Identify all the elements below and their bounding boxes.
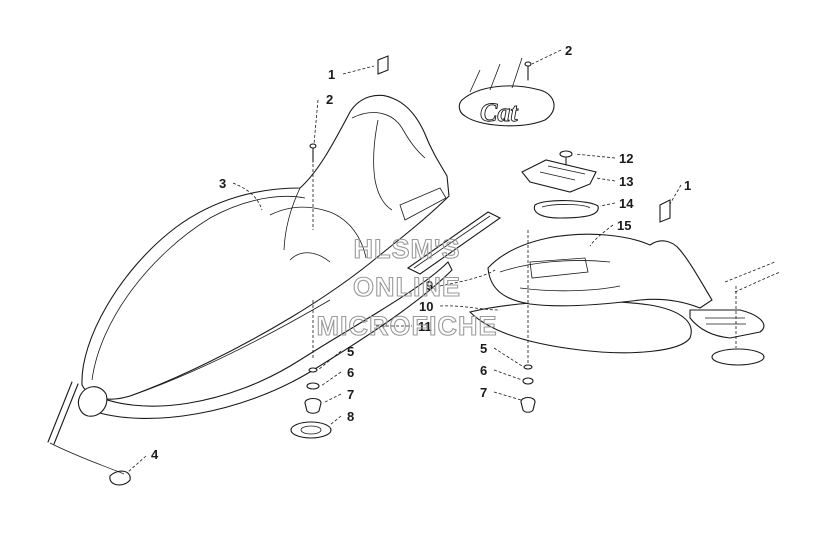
callout-10: 10: [419, 299, 433, 314]
watermark-line-2: ONLINE: [353, 272, 461, 302]
callout-13: 13: [619, 174, 633, 189]
leader-lines: [127, 49, 682, 473]
callout-11: 11: [418, 319, 432, 334]
callout-15: 15: [617, 218, 631, 233]
watermark-line-3: MICROFICHE: [317, 311, 498, 341]
callout-5-right: 5: [480, 341, 487, 356]
screw-part-2-right: [524, 61, 532, 81]
fastener-stack-left: [290, 300, 332, 439]
screw-part-2-left: [309, 143, 317, 163]
tether-part-4: [47, 381, 131, 486]
emblem-text: Cat: [480, 98, 518, 127]
callout-7-left: 7: [347, 387, 354, 402]
callout-6-right: 6: [480, 363, 487, 378]
strap-part-9: [406, 211, 502, 275]
callout-3: 3: [219, 176, 226, 191]
plate-part-13: [521, 159, 597, 193]
screw-part-12: [559, 150, 573, 166]
seat-assembly: [77, 94, 453, 419]
watermark: HLSM'S ONLINE MICROFICHE: [316, 233, 498, 341]
callout-1-right: 1: [684, 178, 691, 193]
seat-base: [468, 233, 781, 366]
fastener-stack-right: [520, 230, 536, 413]
clip-part-1-right: [659, 199, 671, 223]
callout-8: 8: [347, 409, 354, 424]
callout-2-right: 2: [565, 43, 572, 58]
callout-1-left: 1: [328, 67, 335, 82]
clip-part-1-left: [377, 55, 389, 75]
callout-5-left: 5: [347, 344, 354, 359]
gasket-part-14: [533, 200, 599, 219]
callout-12: 12: [619, 151, 633, 166]
callout-9: 9: [426, 278, 433, 293]
callout-14: 14: [619, 196, 634, 211]
callout-labels: 1 2 3 4 5 6 7 8 9 10 11 2 12 13 14 15 1 …: [151, 43, 691, 462]
callout-6-left: 6: [347, 365, 354, 380]
emblem-badge: Cat: [458, 57, 555, 127]
callout-4: 4: [151, 447, 159, 462]
watermark-line-1: HLSM'S: [354, 234, 461, 264]
callout-2-left: 2: [326, 92, 333, 107]
callout-7-right: 7: [480, 385, 487, 400]
